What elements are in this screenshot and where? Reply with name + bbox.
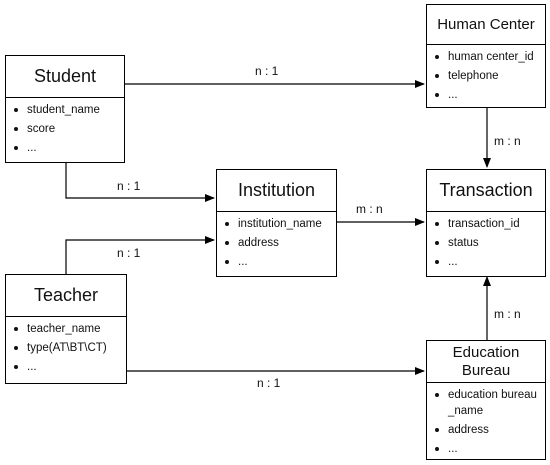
entity-title: Transaction [427,170,545,212]
attribute-item: score [14,121,118,137]
attribute-item: education bureau _name [435,387,539,419]
cardinality-label-bureau-transaction: m : n [494,307,521,321]
entity-title: Student [6,56,124,98]
entity-teacher: Teacher teacher_name type(AT\BT\CT) ... [5,274,127,384]
attribute-item: telephone [435,68,539,84]
attribute-item: address [435,422,539,438]
connector-student-institution [65,163,215,202]
attribute-item: student_name [14,102,118,118]
entity-title: Education Bureau [427,341,545,383]
entity-title: Institution [217,170,336,212]
attribute-item: transaction_id [435,216,539,232]
attribute-item: institution_name [225,216,330,232]
attribute-item: ... [225,254,330,270]
cardinality-label-human-center-transaction: m : n [494,134,521,148]
entity-title: Human Center [427,5,545,45]
entity-transaction: Transaction transaction_id status ... [426,169,546,277]
cardinality-label-student-human-center: n : 1 [255,64,279,78]
attribute-item: ... [14,140,118,156]
cardinality-label-teacher-bureau: n : 1 [257,376,281,390]
cardinality-label-student-institution: n : 1 [117,179,141,193]
entity-title: Teacher [6,275,126,317]
attribute-item: ... [435,254,539,270]
attribute-item: ... [435,441,539,457]
entity-student: Student student_name score ... [5,55,125,163]
attribute-item: teacher_name [14,321,120,337]
attribute-item: ... [14,359,120,375]
attribute-item: status [435,235,539,251]
attribute-item: human center_id [435,49,539,65]
attribute-item: ... [435,87,539,103]
attribute-item: address [225,235,330,251]
attribute-item: type(AT\BT\CT) [14,340,120,356]
cardinality-label-institution-transaction: m : n [356,202,383,216]
cardinality-label-teacher-institution: n : 1 [117,246,141,260]
entity-human-center: Human Center human center_id telephone .… [426,4,546,108]
entity-education-bureau: Education Bureau education bureau _name … [426,340,546,460]
connector-teacher-institution [65,236,215,274]
entity-institution: Institution institution_name address ... [216,169,337,277]
